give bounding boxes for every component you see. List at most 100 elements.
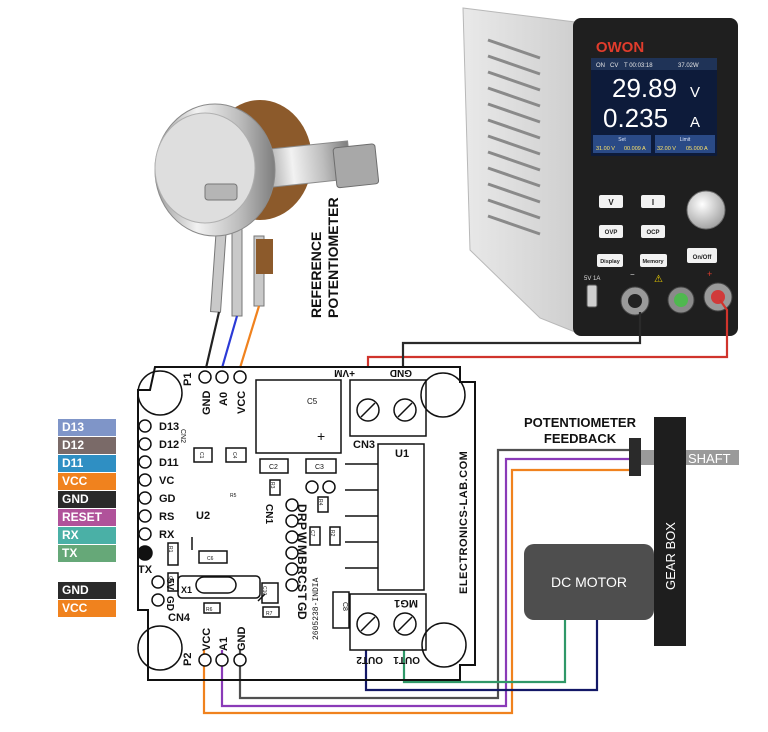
electronics-lab-mark: ELECTRONICS-LAB.COM [458,451,470,594]
power-supply: OWON ON CV T 00:03:18 37.02W 29.89 V 0.2… [462,7,738,336]
pin-p1-a0: A0 [218,392,230,406]
psu-status-cv: CV [610,63,618,69]
psu-button-onoff[interactable] [687,248,717,263]
cn1-pin-0: D [295,504,309,513]
mount-hole-tr [420,372,466,418]
legend-reset: RESET [58,509,116,526]
mg1-out1: OUT1 [393,654,420,665]
legend-power-gnd: GND [58,582,116,599]
psu-limit-label: Limit [680,137,691,143]
c5-plus-mark: + [317,428,325,444]
wire-feedback-a1 [220,457,635,708]
psu-adjust-knob[interactable] [686,190,726,230]
designator-c9: C9 [167,576,173,583]
designator-c6: C6 [207,556,214,562]
psu-status-timer: T 00:03:18 [624,63,653,69]
dc-motor [524,544,654,620]
svg-text:−: − [630,270,635,279]
designator-r3: R3 [269,482,275,489]
designator-u1: U1 [395,448,409,460]
reference-pot-label: REFERENCE POTENTIOMETER [308,197,341,318]
psu-button-i-label: I [652,198,654,207]
designator-c8: C8 [341,602,348,611]
wire-pot-vcc [238,305,261,369]
psu-button-v[interactable] [599,195,623,208]
wire-psu-positive [366,299,729,368]
designator-c1: C1 [198,452,204,459]
pin-cn4-gd: GD [164,596,175,611]
psu-button-ovp-label: OVP [605,230,618,236]
legend-d13: D13 [58,419,116,436]
designator-mg1: MG1 [394,597,418,609]
wiring [202,299,729,715]
legend-d11: D11 [58,455,116,472]
pin-headers [137,370,336,667]
designator-r1: R1 [167,546,173,553]
cn1-pin-5: B [295,556,309,565]
cn3-plus-vm: +VM [334,367,355,378]
cn1-pin-11: D [295,611,309,620]
pin-p1-vcc: VCC [236,391,248,414]
designator-cn3: CN3 [353,439,375,451]
psu-limit-current: 05.000 A [686,146,708,152]
output-shaft [686,450,739,465]
mount-hole-br [421,622,467,668]
designator-r5: R5 [230,493,237,499]
legend-gnd: GND [58,491,116,508]
legend-power-vcc: VCC [58,600,116,617]
designator-c5: C5 [307,397,318,406]
psu-button-display[interactable] [597,254,623,267]
psu-button-memory-label: Memory [642,259,664,265]
psu-button-i[interactable] [641,195,665,208]
designator-u2: U2 [196,510,210,522]
cn1-pin-2: P [295,522,309,530]
wire-pot-gnd [204,311,221,369]
psu-status-on: ON [596,63,605,69]
connector-cn3 [349,379,427,437]
mg1-out2: OUT2 [356,654,383,665]
cn1-pin-8: S [295,584,309,592]
pin-d11: D11 [159,457,179,469]
psu-voltage: 29.89 [612,73,677,103]
regulator-u1 [377,443,425,591]
pin-d13: D13 [159,421,179,433]
psu-set-current: 00.009 A [624,146,646,152]
psu-limit-voltage: 32.00 V [657,146,676,152]
designator-cn1: CN1 [263,504,274,524]
designator-r6: R6 [206,607,213,613]
svg-text:+: + [707,269,712,279]
mount-hole-bl [137,625,183,671]
psu-current: 0.235 [603,103,668,133]
pin-d12: D12 [159,439,179,451]
designator-c3: C3 [315,464,324,471]
feedback-potentiometer [629,438,641,476]
gearbox-label: GEAR BOX [663,522,678,590]
pin-tx: TX [138,564,153,576]
board-code: 2605238-INDIA [312,577,321,640]
designator-cn4: CN4 [168,612,191,624]
psu-button-memory[interactable] [640,254,667,267]
psu-button-onoff-label: On/Off [693,255,713,261]
wire-feedback-vcc [202,468,635,715]
psu-current-unit: A [690,114,700,131]
legend-vcc: VCC [58,473,116,490]
psu-button-v-label: V [608,198,614,207]
psu-button-ovp[interactable] [599,225,623,238]
designator-c10: C10 [261,586,267,595]
cn1-pin-6: R [295,566,309,575]
dc-motor-label: DC MOTOR [551,574,627,590]
cn1-pin-1: R [295,513,309,522]
feedback-label-line1: POTENTIOMETER [524,415,637,430]
connector-mg1 [349,593,427,651]
cn1-pin-10: G [295,602,309,611]
designator-c7: C7 [309,530,315,537]
designator-c4: C4 [231,452,237,459]
designator-cn2: CN2 [179,429,186,443]
psu-button-display-label: Display [600,259,621,265]
cn1-pin-labels: D R P W M B R C S T G D [295,504,309,620]
pin-vc: VC [159,475,174,487]
designator-c2: C2 [269,464,278,471]
warning-icon: ⚠ [654,274,663,285]
psu-button-ocp[interactable] [641,225,665,238]
shaft-label: SHAFT [688,451,731,466]
